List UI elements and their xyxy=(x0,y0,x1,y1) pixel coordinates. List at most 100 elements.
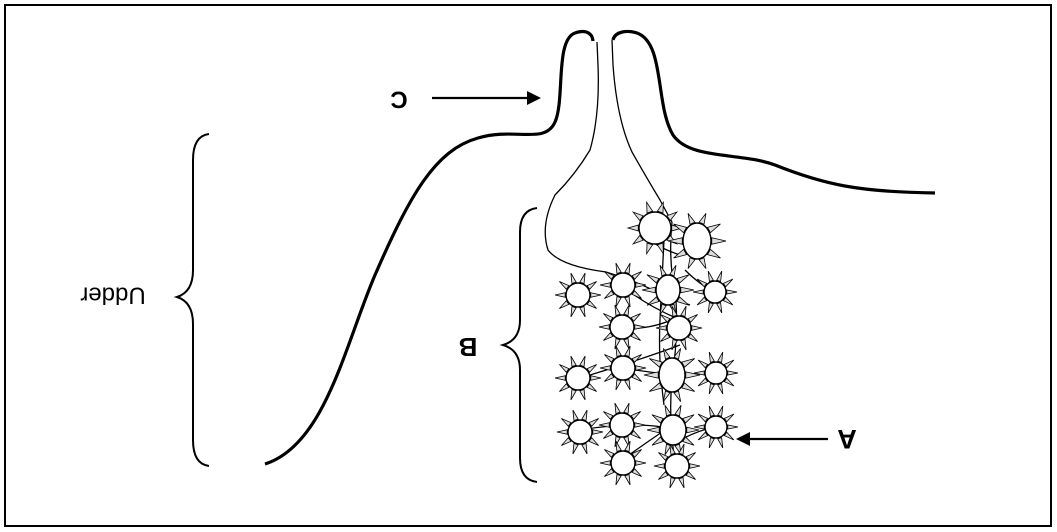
alveolus-spike xyxy=(571,356,576,366)
alveoli-cluster xyxy=(555,202,738,488)
alveolus xyxy=(557,410,603,454)
alveolus-spike xyxy=(654,464,664,468)
alveolus-spike xyxy=(647,243,653,254)
alveolus-body xyxy=(611,451,635,475)
alveolus-spike xyxy=(616,441,621,451)
alveolus-spike xyxy=(616,263,621,273)
alveolus-spike xyxy=(616,379,621,389)
alveolus-spike xyxy=(555,376,565,380)
alveolus-spike xyxy=(615,403,620,413)
alveolus-spike xyxy=(647,297,659,305)
alveolus-body xyxy=(611,273,635,297)
alveolus-spike xyxy=(717,271,722,281)
alveolus-spike xyxy=(624,403,629,413)
alveolus-spike xyxy=(690,464,700,468)
alveolus-spike xyxy=(663,391,670,402)
alveolus-spike xyxy=(692,326,702,330)
label-a: A xyxy=(837,424,857,454)
alveolus-spike xyxy=(591,376,601,380)
alveolus xyxy=(628,202,682,253)
alveolus-spike xyxy=(571,389,576,399)
alveolus-spike xyxy=(625,379,630,389)
alveolus-spike xyxy=(580,389,585,399)
alveolus-body xyxy=(566,283,590,307)
alveolus-body xyxy=(659,358,685,392)
alveolus xyxy=(654,444,700,488)
alveolus-spike xyxy=(647,427,659,433)
brace-udder xyxy=(177,134,209,466)
arrow-c-head xyxy=(527,91,541,105)
alveolus-spike xyxy=(656,326,666,330)
alveolus xyxy=(600,263,646,307)
udder-outline xyxy=(265,31,935,464)
alveolus-spike xyxy=(580,273,585,283)
alveolus xyxy=(555,273,601,317)
alveolus xyxy=(600,346,646,390)
alveolus-spike xyxy=(688,213,695,224)
label-udder: Udder xyxy=(80,282,145,309)
alveolus-spike xyxy=(571,273,576,283)
alveolus xyxy=(656,306,702,350)
alveolus xyxy=(694,352,738,394)
alveolus-body xyxy=(704,281,726,303)
alveolus-spike xyxy=(727,290,737,294)
alveolus xyxy=(644,348,700,401)
alveolus-spike xyxy=(677,297,689,305)
alveolus-body xyxy=(667,316,691,340)
alveolus-spike xyxy=(647,275,659,283)
alveolus-spike xyxy=(694,425,704,429)
alveolus-spike xyxy=(616,346,621,356)
alveolus xyxy=(694,406,738,448)
alveolus-spike xyxy=(573,410,578,420)
alveolus-spike xyxy=(599,325,609,329)
alveolus-spike xyxy=(728,425,738,429)
alveolus xyxy=(668,213,726,268)
alveolus-spike xyxy=(728,371,738,375)
alveolus-spike xyxy=(600,461,610,465)
alveolus-spike xyxy=(717,303,722,313)
alveolus-spike xyxy=(681,339,686,349)
alveolus-spike xyxy=(709,352,714,362)
alveolus-spike xyxy=(699,258,706,269)
alveolus-body xyxy=(705,416,727,438)
alveolus-spike xyxy=(624,305,629,315)
alveolus-spike xyxy=(718,406,723,416)
alveolus-body xyxy=(705,362,727,384)
alveolus-spike xyxy=(636,366,646,370)
alveolus-spike xyxy=(580,306,585,316)
alveolus-spike xyxy=(635,423,645,427)
alveolus-spike xyxy=(681,306,686,316)
alveolus-spike xyxy=(624,338,629,348)
alveolus xyxy=(693,271,737,313)
alveolus-body xyxy=(660,415,686,445)
alveolus xyxy=(599,305,645,349)
alveolus-body xyxy=(610,413,634,437)
alveolus-body xyxy=(639,212,671,244)
alveolus-spike xyxy=(709,384,714,394)
diagram-frame xyxy=(5,5,1051,526)
alveolus-spike xyxy=(580,356,585,366)
alveolus-body xyxy=(611,356,635,380)
alveolus-spike xyxy=(573,443,578,453)
alveolus-spike xyxy=(688,258,695,269)
alveolus-spike xyxy=(693,290,703,294)
alveolus-spike xyxy=(636,461,646,465)
alveolus-spike xyxy=(670,477,675,487)
alveolus-spike xyxy=(675,405,681,416)
alveolus-spike xyxy=(555,293,565,297)
alveolus-spike xyxy=(709,438,714,448)
alveolus-spike xyxy=(571,306,576,316)
teat-canal-left-wall xyxy=(545,42,606,272)
alveolus-spike xyxy=(593,430,603,434)
alveolus-body xyxy=(656,275,680,305)
alveolus-body xyxy=(610,315,634,339)
alveolus-spike xyxy=(582,443,587,453)
alveolus-spike xyxy=(712,238,726,245)
alveolus-spike xyxy=(679,477,684,487)
label-c: C xyxy=(390,86,407,113)
alveolus-spike xyxy=(625,474,630,484)
alveolus-body xyxy=(665,454,689,478)
alveolus-spike xyxy=(718,384,723,394)
